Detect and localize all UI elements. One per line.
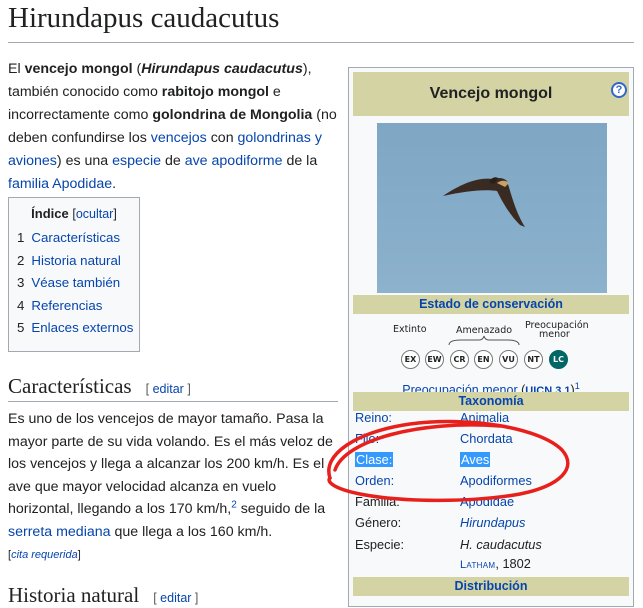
taxonomy-authority: Latham, 1802: [460, 556, 531, 571]
taxonomy-row: Filo: Chordata: [355, 431, 513, 446]
common-name: vencejo mongol: [24, 61, 133, 77]
link-especie[interactable]: especie: [112, 153, 162, 169]
taxonomy-row: Especie: H. caudacutus: [355, 537, 542, 552]
link-familia-apodidae[interactable]: familia Apodidae: [8, 176, 113, 192]
conservation-scale: Extinto Amenazado Preocupación menor EX …: [349, 320, 633, 380]
status-lc[interactable]: LC: [549, 350, 568, 369]
citation-needed-link[interactable]: cita requerida: [11, 549, 78, 561]
help-icon[interactable]: ?: [611, 82, 627, 98]
swift-silhouette-icon: [443, 177, 525, 227]
scientific-name: Hirundapus caudacutus: [141, 61, 303, 77]
taxonomy-row: Familia: Apodidae: [355, 494, 515, 509]
title-divider: [8, 42, 634, 43]
status-nt[interactable]: NT: [524, 350, 543, 369]
taxonomy-row: Género: Hirundapus: [355, 515, 526, 530]
taxonomy-row: Reino: Animalia: [355, 410, 510, 425]
status-vu[interactable]: VU: [499, 350, 518, 369]
edit-link[interactable]: editar: [160, 591, 192, 605]
infobox-title: Vencejo mongol: [353, 72, 629, 116]
edit-link[interactable]: editar: [152, 382, 184, 396]
link-ave-apodiforme[interactable]: ave apodiforme: [184, 153, 283, 169]
link-vencejos[interactable]: vencejos: [150, 130, 207, 146]
toc-hide-link[interactable]: ocultar: [75, 207, 114, 221]
page-title: Hirundapus caudacutus: [8, 2, 280, 34]
distribution-header[interactable]: Distribución: [353, 577, 629, 596]
conservation-header[interactable]: Estado de conservación: [353, 295, 629, 314]
status-cr[interactable]: CR: [450, 350, 469, 369]
status-ew[interactable]: EW: [425, 350, 444, 369]
section-heading-caracteristicas: Características[ editar ]: [8, 374, 191, 398]
status-ex[interactable]: EX: [401, 350, 420, 369]
species-infobox: Vencejo mongol ? Estado de conservación …: [348, 67, 634, 607]
status-en[interactable]: EN: [474, 350, 493, 369]
toc-heading: Índice [ocultar]: [31, 206, 117, 221]
taxonomy-row: Orden: Apodiformes: [355, 473, 532, 488]
caracteristicas-paragraph: Es uno de los vencejos de mayor tamaño. …: [8, 411, 333, 561]
taxonomy-header[interactable]: Taxonomía: [353, 392, 629, 411]
reference-link[interactable]: 2: [231, 499, 237, 511]
link-serreta-mediana[interactable]: serreta mediana: [8, 523, 111, 540]
species-photo[interactable]: [377, 123, 607, 293]
scale-brackets: [448, 335, 520, 346]
section-heading-historia: Historia natural[ editar ]: [8, 583, 199, 607]
link-golondrinas[interactable]: golondrinas y aviones: [8, 130, 322, 169]
taxonomy-row-selected: Clase: Aves: [355, 452, 491, 467]
lead-paragraph: El vencejo mongol (Hirundapus caudacutus…: [8, 61, 337, 192]
section-divider: [8, 401, 338, 402]
